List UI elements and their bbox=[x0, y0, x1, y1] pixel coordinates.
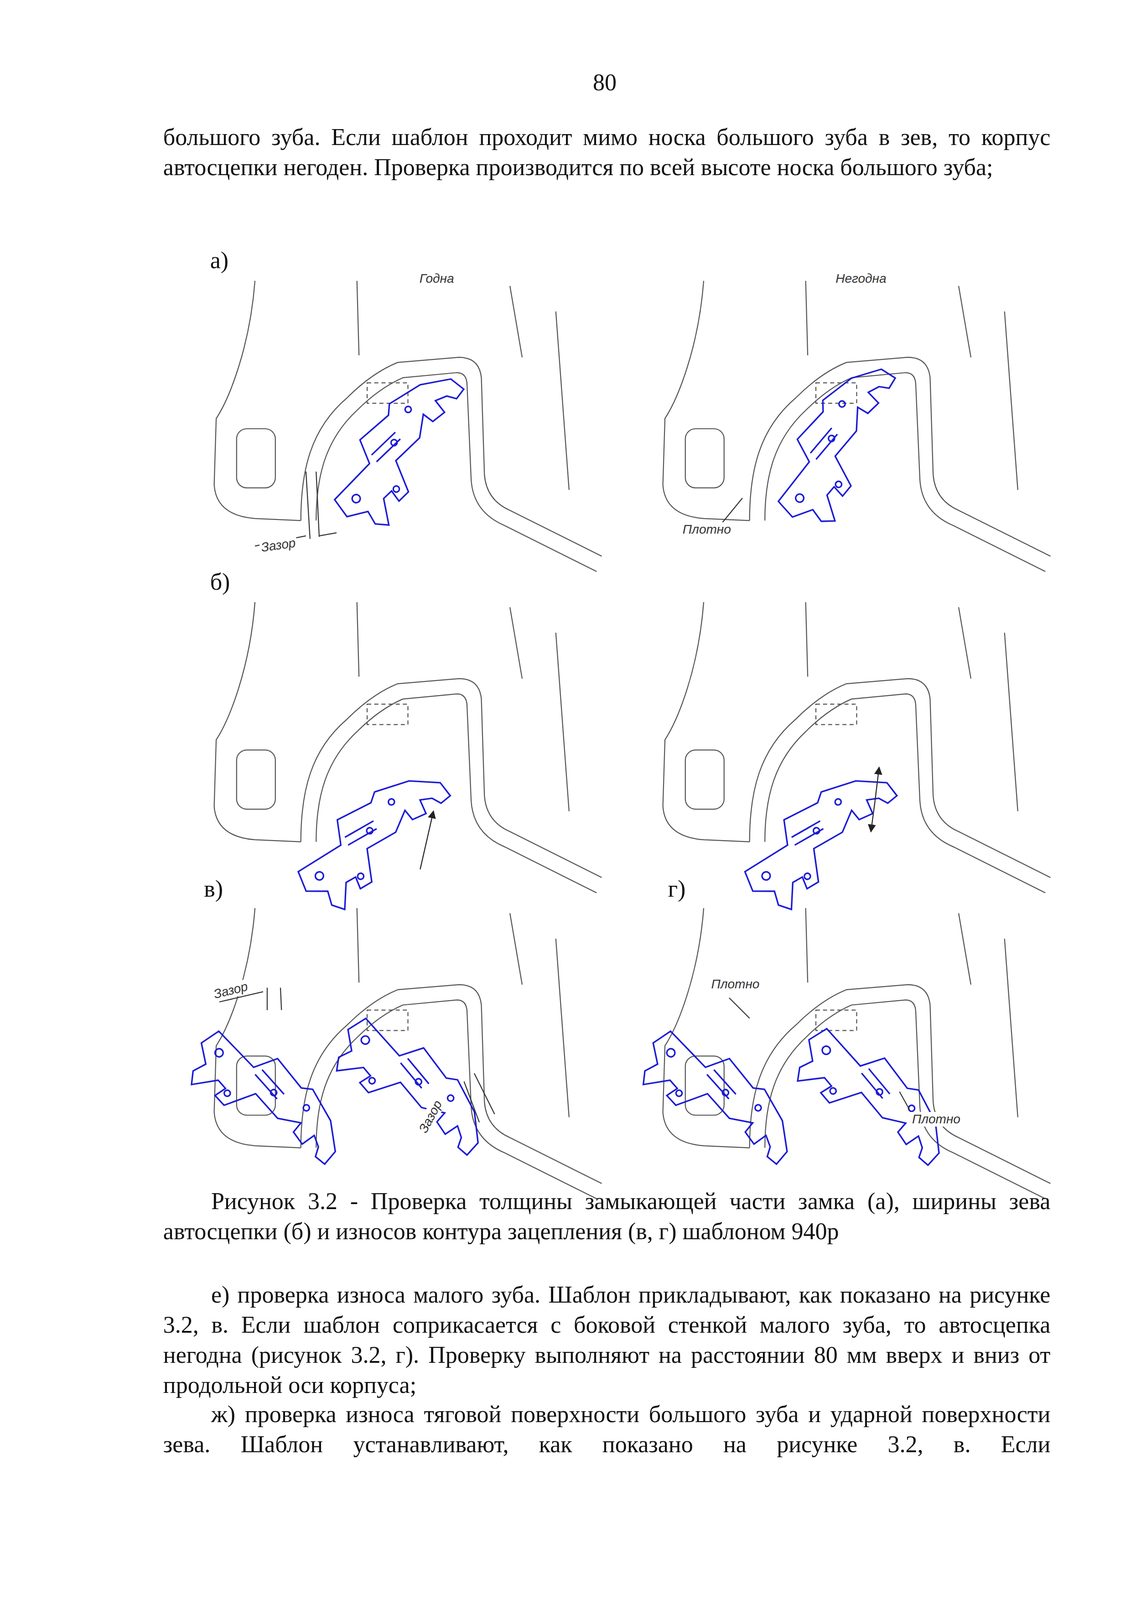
subfigure-letter: в) bbox=[203, 875, 224, 903]
tight-label: Плотно bbox=[709, 976, 761, 992]
figure-caption: Рисунок 3.2 - Проверка толщины замыкающе… bbox=[163, 1186, 1051, 1247]
gap-label: Зазор bbox=[259, 535, 299, 556]
verdict-label: Негодна bbox=[834, 271, 888, 286]
page-number: 80 bbox=[592, 67, 617, 98]
tight-label: Плотно bbox=[681, 522, 733, 537]
body-paragraph: е) проверка износа малого зуба. Шаблон п… bbox=[163, 1279, 1051, 1401]
gap-label: Зазор bbox=[210, 978, 251, 1002]
body-paragraph: ж) проверка износа тяговой поверхности б… bbox=[163, 1399, 1051, 1460]
verdict-label: Годна bbox=[418, 271, 456, 286]
subfigure-letter: б) bbox=[210, 568, 231, 596]
body-paragraph: большого зуба. Если шаблон проходит мимо… bbox=[163, 122, 1051, 183]
subfigure-letter: г) bbox=[668, 875, 686, 903]
gap-label: Зазор bbox=[415, 1096, 447, 1137]
tight-label: Плотно bbox=[910, 1111, 962, 1127]
subfigure-letter: а) bbox=[210, 246, 229, 275]
